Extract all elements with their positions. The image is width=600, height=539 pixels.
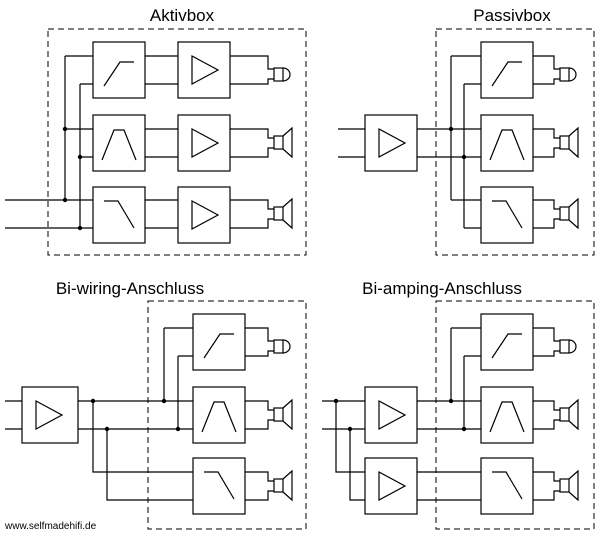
- bandpass-icon: [101, 129, 137, 161]
- bandpass-icon: [489, 129, 525, 161]
- highpass-icon: [491, 333, 522, 359]
- panel-aktivbox: Aktivbox: [5, 6, 307, 256]
- enclosure-biamping: [435, 300, 595, 530]
- filter-lowpass: [192, 457, 246, 515]
- lowpass-icon: [204, 471, 235, 500]
- midrange-wires: [533, 128, 560, 158]
- filter-lowpass: [480, 457, 534, 515]
- speaker-icon: [568, 398, 579, 431]
- tweeter-icon: [282, 339, 291, 354]
- enclosure-biwiring: [147, 300, 307, 530]
- input-wires: [338, 128, 365, 158]
- speaker-icon: [282, 126, 293, 159]
- amplifier-icon: [378, 399, 407, 431]
- woofer-wires: [533, 199, 560, 229]
- tweeter-icon: [568, 339, 577, 354]
- enclosure-passivbox: [435, 28, 595, 256]
- woofer-wires: [533, 471, 560, 501]
- feed-lines: [451, 327, 481, 357]
- tweeter-wires: [533, 55, 560, 85]
- enclosure-aktivbox: [47, 28, 307, 256]
- filter-bandpass: [480, 114, 534, 172]
- feed-lines: [164, 327, 193, 357]
- title-biwiring: Bi-wiring-Anschluss: [56, 279, 204, 298]
- midrange-wires: [533, 400, 560, 430]
- filter-highpass: [480, 41, 534, 99]
- panel-biamping: Bi-amping-Anschluss: [322, 279, 595, 530]
- bandpass-icon: [489, 401, 525, 433]
- speaker-icon: [282, 197, 293, 230]
- highpass-icon: [491, 61, 522, 87]
- feed-lines: [451, 55, 481, 229]
- bandpass-icon: [201, 401, 237, 433]
- amplifier: [364, 114, 418, 172]
- filter-amp-links: [145, 55, 178, 229]
- bus-lines: [450, 328, 465, 429]
- speaker-icon: [568, 126, 579, 159]
- bus-lines: [64, 56, 81, 228]
- highpass-icon: [203, 333, 234, 359]
- title-passivbox: Passivbox: [473, 6, 551, 25]
- tweeter-wires: [245, 327, 274, 357]
- amplifier: [364, 457, 418, 515]
- amplifier: [21, 386, 79, 444]
- woofer-wires: [230, 199, 274, 229]
- filter-highpass: [480, 313, 534, 371]
- tweeter-icon: [282, 67, 291, 82]
- speaker-icon: [568, 469, 579, 502]
- lowpass-icon: [104, 200, 135, 229]
- amplifier: [177, 41, 231, 99]
- filter-highpass: [192, 313, 246, 371]
- filter-bandpass: [192, 386, 246, 444]
- input-wires: [5, 400, 22, 430]
- bus-lines: [450, 56, 465, 228]
- tweeter-wires: [533, 327, 560, 357]
- tweeter-icon: [568, 67, 577, 82]
- filter-bandpass: [480, 386, 534, 444]
- title-aktivbox: Aktivbox: [150, 6, 215, 25]
- tweeter-wires: [230, 55, 274, 85]
- feed-lines: [417, 400, 481, 501]
- amplifier-icon: [191, 199, 220, 231]
- filter-lowpass: [480, 186, 534, 244]
- panel-biwiring: Bi-wiring-Anschluss: [5, 279, 307, 530]
- amplifier-icon: [378, 127, 407, 159]
- panel-passivbox: Passivbox: [338, 6, 595, 256]
- feed-lines: [65, 55, 93, 158]
- feed-lines: [78, 400, 193, 430]
- speaker-icon: [282, 398, 293, 431]
- amplifier: [364, 386, 418, 444]
- filter-lowpass: [92, 186, 146, 244]
- input-split: [335, 401, 365, 501]
- amplifier: [177, 186, 231, 244]
- amplifier-icon: [191, 54, 220, 86]
- filter-highpass: [92, 41, 146, 99]
- amplifier-icon: [35, 399, 64, 431]
- input-wires: [322, 400, 365, 430]
- midrange-wires: [245, 400, 274, 430]
- cable-pair-bass: [92, 401, 193, 501]
- amplifier: [177, 114, 231, 172]
- speaker-icon: [282, 469, 293, 502]
- amplifier-icon: [191, 127, 220, 159]
- amplifier-icon: [378, 470, 407, 502]
- feed-lines: [417, 128, 481, 158]
- highpass-icon: [103, 61, 134, 87]
- lowpass-icon: [492, 200, 523, 229]
- filter-bandpass: [92, 114, 146, 172]
- watermark: www.selfmadehifi.de: [4, 521, 97, 532]
- lowpass-icon: [492, 471, 523, 500]
- midrange-wires: [230, 128, 274, 158]
- woofer-wires: [245, 471, 274, 501]
- speaker-icon: [568, 197, 579, 230]
- title-biamping: Bi-amping-Anschluss: [362, 279, 522, 298]
- bus-lines: [163, 328, 179, 429]
